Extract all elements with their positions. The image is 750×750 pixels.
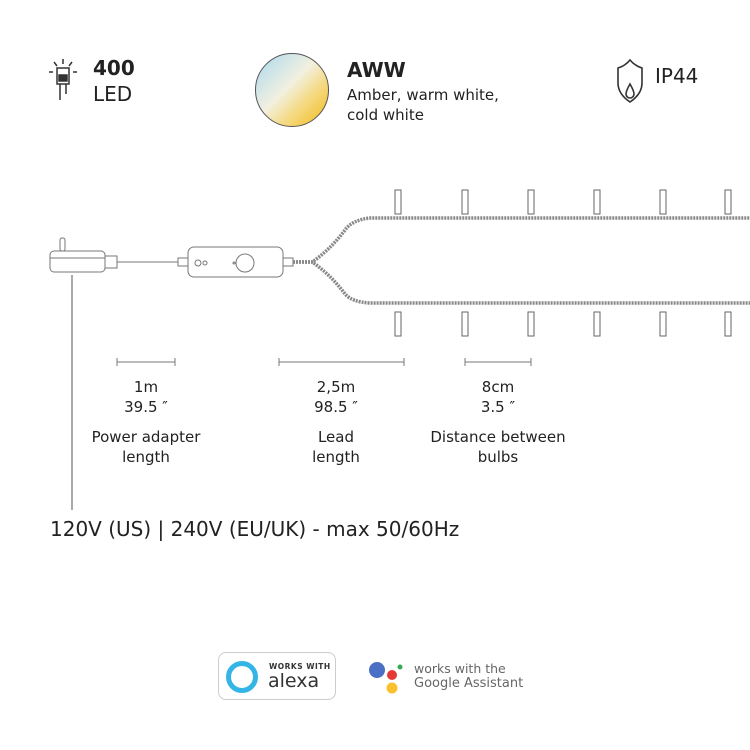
bulb (527, 311, 535, 337)
alexa-logo-icon (226, 661, 258, 693)
led-bulb-icon (49, 59, 77, 100)
controller-box (187, 246, 284, 278)
ip-rating: IP44 (655, 64, 699, 88)
color-title: AWW (347, 58, 406, 82)
adapter-metric: 1m (133, 378, 159, 396)
bulb (527, 189, 535, 215)
lead-metric: 2,5m (316, 378, 356, 396)
bulb (593, 189, 601, 215)
google-bottom: Google Assistant (414, 676, 524, 691)
color-gradient-circle (255, 53, 329, 127)
alexa-text: alexa (268, 670, 320, 692)
adapter-imperial: 39.5 ″ (124, 398, 168, 416)
water-shield-icon (617, 58, 643, 103)
bulb (659, 311, 667, 337)
measure-bulbs: 8cm 3.5 ″ Distance between bulbs (408, 377, 588, 467)
lead-label-2: length (312, 448, 360, 466)
color-desc-1: Amber, warm white, (347, 86, 499, 104)
adapter-label-2: length (122, 448, 170, 466)
alexa-badge: WORKS WITH alexa (218, 652, 336, 700)
bulbs-label: Distance between (430, 428, 566, 446)
bulb (724, 189, 732, 215)
google-assistant-icon (369, 662, 403, 694)
google-top: works with the (414, 661, 506, 676)
bulbs-label-2: bulbs (477, 448, 519, 466)
bulbs-imperial: 3.5 ″ (480, 398, 516, 416)
bulbs-metric: 8cm (481, 378, 515, 396)
bulb (461, 189, 469, 215)
light-string-diagram (49, 189, 750, 510)
alexa-top: WORKS WITH (269, 662, 331, 671)
measure-adapter: 1m 39.5 ″ Power adapter length (66, 377, 226, 467)
bulb (394, 189, 402, 215)
bulb (461, 311, 469, 337)
lead-imperial: 98.5 ″ (314, 398, 358, 416)
bulb (593, 311, 601, 337)
lead-label: Lead (317, 428, 355, 446)
voltage-info: 120V (US) | 240V (EU/UK) - max 50/60Hz (50, 517, 460, 541)
led-label: LED (93, 82, 133, 106)
power-adapter (49, 250, 106, 273)
bulb (394, 311, 402, 337)
led-count: 400 (93, 56, 135, 80)
bulb (724, 311, 732, 337)
measure-lead: 2,5m 98.5 ″ Lead length (256, 377, 416, 467)
adapter-label: Power adapter (91, 428, 201, 446)
color-desc-2: cold white (347, 106, 424, 124)
bulb (659, 189, 667, 215)
